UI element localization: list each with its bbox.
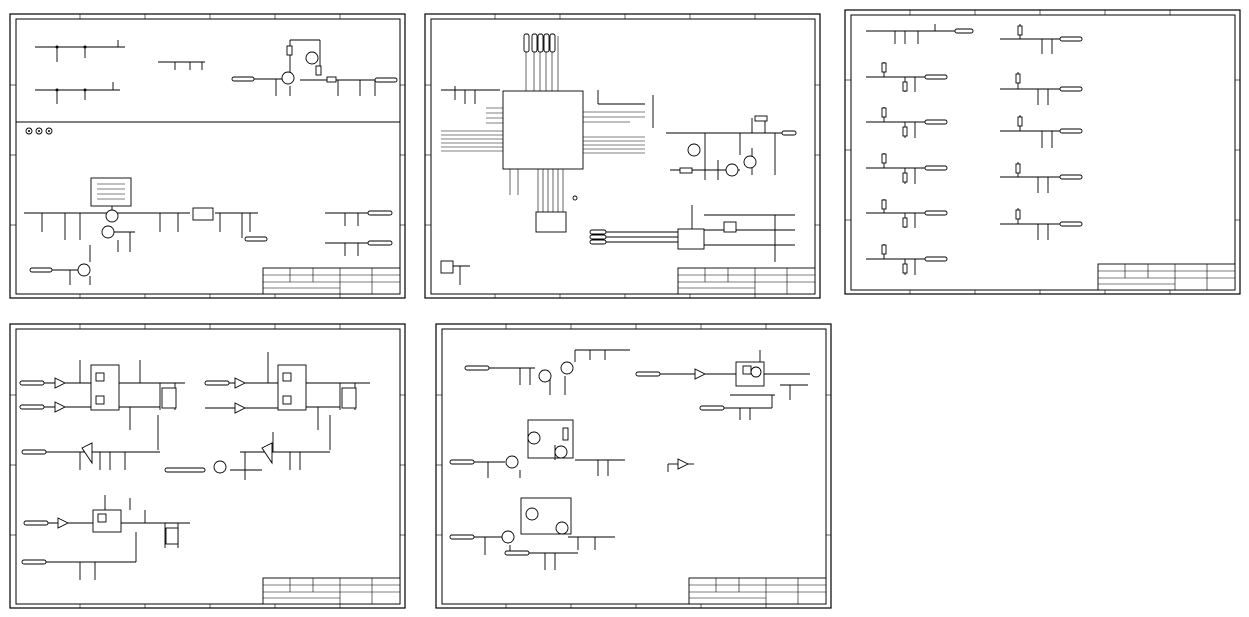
title-block-1 (262, 267, 401, 295)
interface-ic (677, 228, 705, 250)
title-block-2 (677, 267, 816, 295)
sheet-1[interactable] (9, 13, 406, 299)
main-ic (502, 90, 584, 170)
sheet-4[interactable] (9, 323, 406, 609)
sheet-2[interactable] (424, 13, 821, 299)
title-block-3 (1097, 263, 1236, 291)
sheet-3[interactable] (844, 9, 1241, 295)
sheet-5[interactable] (435, 323, 832, 609)
title-block-4 (262, 577, 401, 605)
title-block-5 (688, 577, 827, 605)
